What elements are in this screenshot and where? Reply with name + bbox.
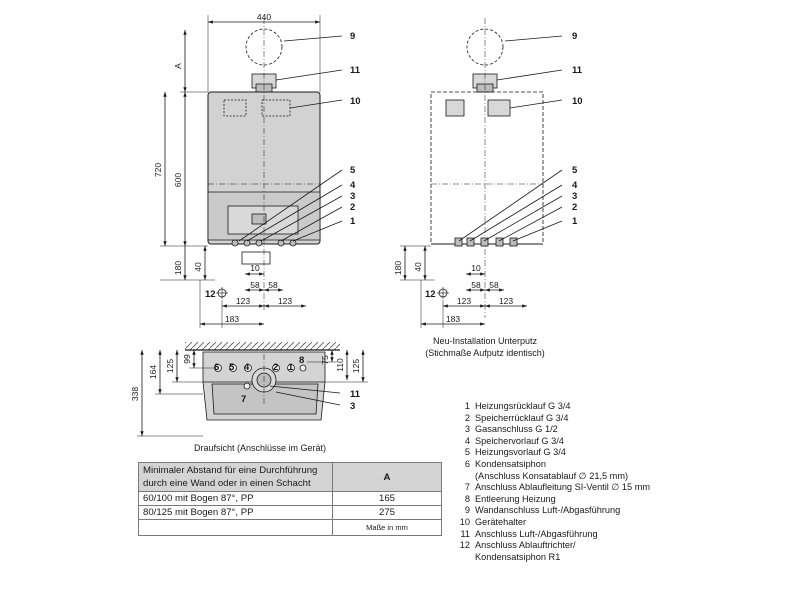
install-dim-123-left: 123 — [457, 296, 471, 306]
install-callout-2: 2 — [572, 202, 577, 213]
callout-1: 1 — [350, 216, 356, 227]
install-caption-line1: Neu-Installation Unterputz — [433, 336, 538, 346]
top-dim-110: 110 — [335, 358, 345, 372]
dim-40: 40 — [193, 262, 203, 272]
dim-180: 180 — [173, 261, 183, 275]
dim-600: 600 — [173, 173, 183, 187]
callout-12: 12 — [205, 289, 216, 300]
install-callout-11: 11 — [572, 65, 583, 76]
callout-4: 4 — [350, 180, 356, 191]
table-cell-value: 165 — [332, 491, 442, 506]
table-row: 80/125 mit Bogen 87°, PP 275 — [138, 505, 442, 520]
top-dim-125-right: 125 — [351, 359, 361, 373]
legend-item: Kondensatsiphon R1 — [475, 551, 561, 562]
top-label-4: 4 — [244, 362, 250, 373]
dim-a: A — [173, 63, 183, 69]
top-label-6: 6 — [214, 362, 219, 373]
install-callout-10: 10 — [572, 96, 583, 107]
top-view-labels: 338 164 125 99 75 110 125 6 5 4 2 1 8 7 … — [130, 354, 361, 453]
install-dim-58-right: 58 — [489, 280, 499, 290]
install-dim-58-left: 58 — [471, 280, 481, 290]
dim-58-left: 58 — [250, 280, 260, 290]
top-label-7: 7 — [241, 394, 246, 405]
install-view — [400, 18, 563, 328]
callout-9: 9 — [350, 31, 355, 42]
install-dim-123-right: 123 — [499, 296, 513, 306]
top-label-3: 3 — [350, 401, 355, 412]
install-view-labels: 180 40 10 58 58 123 123 183 12 9 11 10 5… — [393, 31, 583, 358]
install-dim-10: 10 — [471, 263, 481, 273]
top-label-5: 5 — [229, 362, 235, 373]
table-row: 60/100 mit Bogen 87°, PP 165 — [138, 491, 442, 506]
top-dim-338: 338 — [130, 387, 140, 401]
callout-2: 2 — [350, 202, 355, 213]
install-callout-1: 1 — [572, 216, 578, 227]
install-dim-183: 183 — [446, 314, 460, 324]
dim-123-right: 123 — [278, 296, 292, 306]
table-header-row: Minimaler Abstand für eine Durchführung … — [138, 462, 442, 492]
install-callout-4: 4 — [572, 180, 578, 191]
table-cell-value: 275 — [332, 505, 442, 520]
callout-5: 5 — [350, 165, 356, 176]
top-dim-125-left: 125 — [165, 359, 175, 373]
legend-item: (Anschluss Konsatablauf ∅ 21,5 mm) — [475, 470, 629, 481]
install-callout-5: 5 — [572, 165, 578, 176]
top-label-8: 8 — [299, 355, 304, 366]
dim-123-left: 123 — [236, 296, 250, 306]
install-callout-3: 3 — [572, 191, 577, 202]
table-header-value: A — [332, 462, 442, 492]
unit-note: Maße in mm — [332, 519, 442, 536]
dim-58-right: 58 — [268, 280, 278, 290]
table-cell-label: 80/125 mit Bogen 87°, PP — [138, 505, 333, 520]
dim-183: 183 — [225, 314, 239, 324]
dim-width-440: 440 — [257, 12, 271, 22]
top-view-caption: Draufsicht (Anschlüsse im Gerät) — [194, 443, 326, 453]
install-callout-9: 9 — [572, 31, 577, 42]
top-label-1: 1 — [288, 362, 294, 373]
top-dim-164: 164 — [148, 365, 158, 379]
top-dim-75: 75 — [320, 355, 330, 365]
front-view — [160, 15, 343, 328]
dim-10: 10 — [250, 263, 260, 273]
install-dim-40: 40 — [413, 262, 423, 272]
front-view-dimension-labels: 440 A 720 600 180 40 10 58 58 123 123 18… — [153, 12, 361, 324]
table-unit-row: Maße in mm — [138, 519, 442, 536]
callout-10: 10 — [350, 96, 361, 107]
install-dim-180: 180 — [393, 261, 403, 275]
top-label-2: 2 — [273, 362, 278, 373]
clearance-table: Minimaler Abstand für eine Durchführung … — [138, 462, 442, 536]
install-caption-line2: (Stichmaße Aufputz identisch) — [425, 348, 545, 358]
dim-720: 720 — [153, 163, 163, 177]
table-cell-label: 60/100 mit Bogen 87°, PP — [138, 491, 333, 506]
callout-3: 3 — [350, 191, 355, 202]
table-header-label: Minimaler Abstand für eine Durchführung … — [138, 462, 333, 492]
top-view — [137, 342, 368, 437]
top-label-11: 11 — [350, 389, 361, 400]
callout-11: 11 — [350, 65, 361, 76]
top-dim-99: 99 — [182, 354, 192, 364]
install-callout-12: 12 — [425, 289, 436, 300]
